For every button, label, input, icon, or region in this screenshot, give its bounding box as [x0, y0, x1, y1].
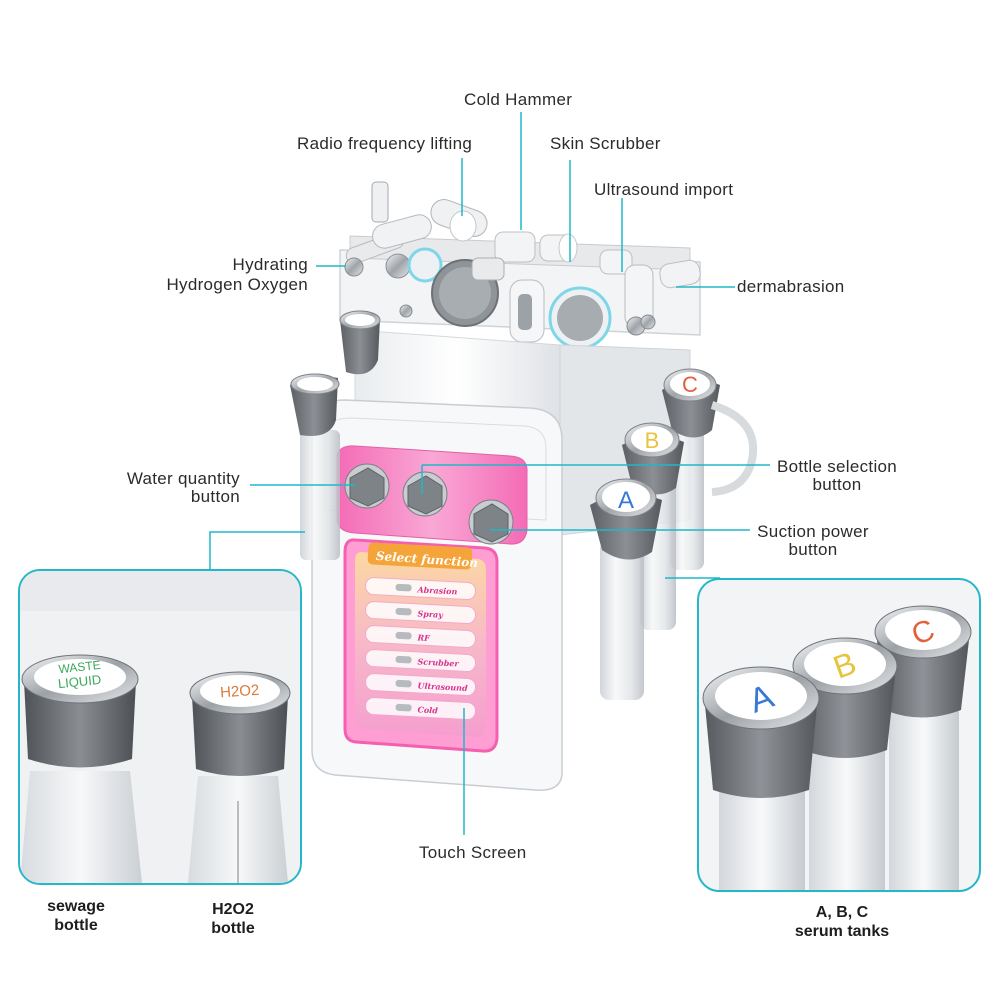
screen-item-icon	[395, 607, 412, 616]
label-dermabrasion: dermabrasion	[737, 277, 845, 296]
inset-left-bottles: WASTE LIQUID H2O2	[18, 569, 302, 885]
screen-item-icon	[395, 703, 412, 712]
screen-item-icon	[395, 631, 412, 640]
touch-screen[interactable]: Select function AbrasionSprayRFScrubberU…	[343, 538, 499, 753]
inset-right-serum-tanks: C B A	[697, 578, 981, 892]
caption-h2o2-line2: bottle	[211, 920, 255, 937]
label-touch-screen: Touch Screen	[419, 843, 527, 862]
inset-right-illustration: C B A	[702, 605, 972, 890]
caption-serum-line2: serum tanks	[794, 923, 890, 940]
label-ultrasound-import: Ultrasound import	[594, 180, 734, 199]
screen-item-scrubber[interactable]: Scrubber	[365, 649, 477, 672]
inset-left-illustration: WASTE LIQUID H2O2	[20, 571, 300, 883]
label-bottle-selection-2: button	[812, 475, 862, 494]
screen-item-ultrasound[interactable]: Ultrasound	[365, 673, 477, 696]
screen-item-icon	[395, 679, 412, 688]
callout-lines	[209, 112, 770, 835]
serum-a-label: A	[618, 487, 634, 514]
caption-serum-line1: A, B, C	[815, 904, 869, 921]
screen-item-label: RF	[416, 632, 431, 643]
waste-label-1: WASTE	[58, 658, 101, 676]
screen-item-label: Cold	[417, 704, 438, 715]
screen-item-label: Abrasion	[416, 584, 458, 596]
label-suction-power-1: Suction power	[757, 522, 869, 541]
left-bottles	[290, 310, 381, 560]
waste-label-2: LIQUID	[57, 672, 102, 691]
label-hydrating-2: Hydrogen Oxygen	[166, 275, 308, 294]
screen-item-icon	[395, 655, 412, 664]
screen-item-rf[interactable]: RF	[365, 625, 477, 648]
screen-item-abrasion[interactable]: Abrasion	[365, 577, 477, 600]
label-skin-scrubber: Skin Scrubber	[550, 134, 661, 153]
screen-item-label: Ultrasound	[417, 680, 468, 693]
h2o2-label: H2O2	[220, 682, 260, 702]
caption-sewage-line1: sewage	[47, 898, 105, 915]
suction-power-knob[interactable]	[468, 499, 514, 545]
label-water-quantity-1: Water quantity	[126, 469, 240, 488]
label-suction-power-2: button	[788, 540, 838, 559]
label-cold-hammer: Cold Hammer	[464, 90, 573, 109]
screen-item-label: Scrubber	[417, 656, 459, 668]
screen-item-cold[interactable]: Cold	[365, 697, 477, 720]
serum-b-label: B	[645, 428, 660, 453]
screen-item-spray[interactable]: Spray	[365, 601, 477, 624]
label-radio-frequency: Radio frequency lifting	[297, 134, 473, 153]
label-hydrating-1: Hydrating	[232, 255, 308, 274]
label-bottle-selection-1: Bottle selection	[776, 457, 898, 476]
serum-c-label: C	[682, 372, 698, 397]
caption-sewage-line2: bottle	[54, 917, 98, 934]
caption-h2o2-line1: H2O2	[212, 901, 254, 918]
caption-sewage-bottle: sewage bottle	[26, 897, 126, 935]
water-quantity-knob[interactable]	[344, 463, 390, 509]
caption-h2o2-bottle: H2O2 bottle	[183, 900, 283, 938]
label-water-quantity-2: button	[190, 487, 240, 506]
bottle-selection-knob[interactable]	[402, 471, 448, 517]
handpieces	[344, 181, 701, 350]
screen-item-icon	[395, 583, 412, 592]
caption-serum-tanks: A, B, C serum tanks	[772, 903, 912, 941]
screen-item-label: Spray	[417, 608, 444, 619]
